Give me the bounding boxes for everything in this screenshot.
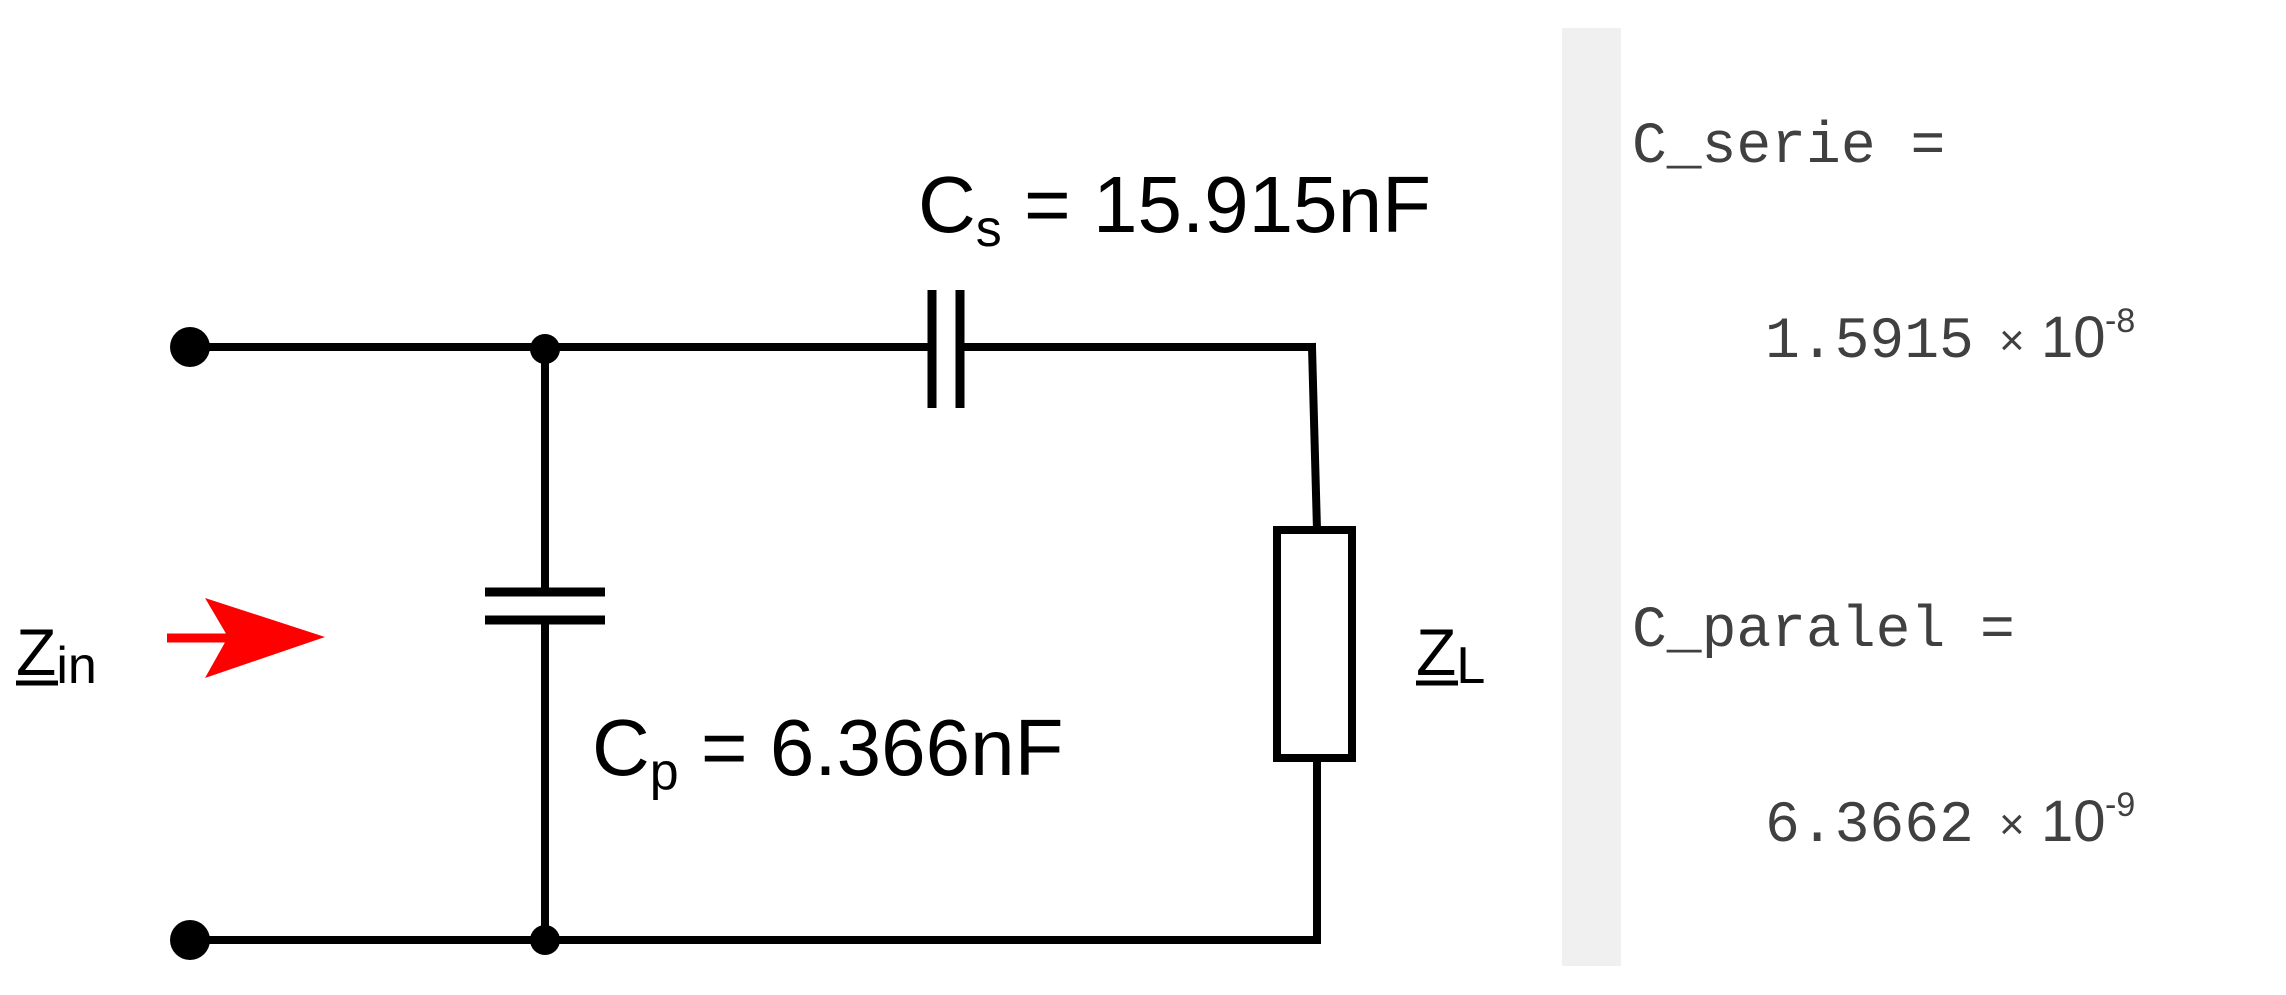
- c-paralel-exponent: -9: [2105, 786, 2135, 824]
- console-output: C_serie = 1.5915 × 10 -8 C_paralel = 6.3…: [1632, 115, 2135, 859]
- c-paralel-value: 6.3662 × 10 -9: [1765, 786, 2135, 859]
- c-paralel-mantissa: 6.3662: [1765, 794, 1974, 859]
- cs-label: Cs = 15.915nF: [918, 160, 1431, 258]
- c-paralel-name: C_paralel =: [1632, 599, 2015, 664]
- zl-label: ZL: [1416, 615, 1485, 695]
- zin-label: Zin: [16, 615, 97, 695]
- c-serie-base: 10: [2041, 305, 2106, 370]
- c-serie-value: 1.5915 × 10 -8: [1765, 302, 2135, 375]
- input-terminal-bottom: [170, 920, 210, 960]
- input-terminal-top: [170, 327, 210, 367]
- junction-dot-bottom: [530, 925, 560, 955]
- junction-dot-top: [530, 334, 560, 364]
- series-capacitor: [927, 290, 965, 408]
- parallel-capacitor: [485, 587, 605, 625]
- c-serie-mantissa: 1.5915: [1765, 310, 1974, 375]
- c-paralel-times: ×: [1999, 800, 2025, 849]
- c-paralel-base: 10: [2041, 789, 2106, 854]
- c-serie-name: C_serie =: [1632, 115, 1945, 180]
- load-impedance-box: [1273, 526, 1356, 762]
- right-wire-top: [1307, 342, 1322, 535]
- c-serie-exponent: -8: [2105, 302, 2135, 340]
- input-arrow-icon: [167, 598, 325, 678]
- cp-label: Cp = 6.366nF: [592, 703, 1063, 801]
- wires: [186, 342, 1322, 944]
- console-gutter-bar: [1562, 28, 1621, 966]
- c-serie-times: ×: [1999, 316, 2025, 365]
